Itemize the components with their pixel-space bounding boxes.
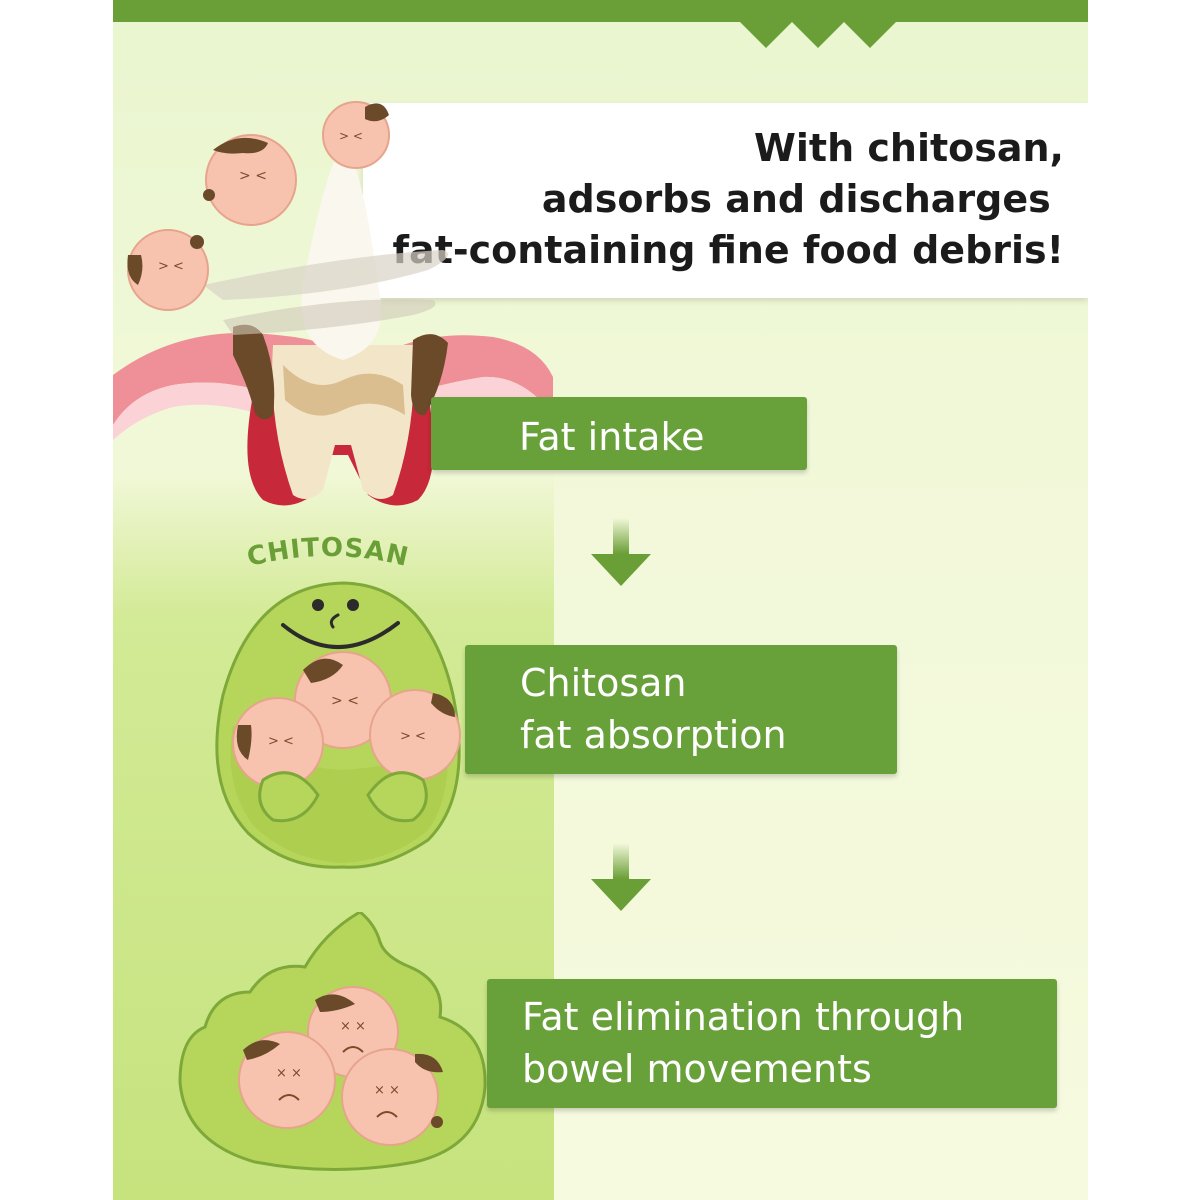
svg-text:> <: > < xyxy=(339,129,363,143)
step-2-line-2: fat absorption xyxy=(520,713,787,757)
down-arrow-icon xyxy=(591,843,651,911)
svg-text:> <: > < xyxy=(158,259,184,274)
svg-text:> <: > < xyxy=(268,734,294,749)
svg-text:× ×: × × xyxy=(276,1066,302,1081)
headline-line-3: fat-containing fine food debris! xyxy=(392,228,1064,272)
svg-text:> <: > < xyxy=(331,693,359,709)
step-2-line-1: Chitosan xyxy=(520,661,687,705)
mascot-label: CHITOSAN xyxy=(244,533,411,573)
svg-text:× ×: × × xyxy=(374,1083,400,1098)
chitosan-mascot-icon: > < > < > < xyxy=(215,581,461,869)
fat-particle-icon: > < xyxy=(369,689,461,781)
fat-particle-icon: × × xyxy=(341,1048,443,1146)
step-fat-intake: Fat intake xyxy=(431,397,807,470)
infographic-panel: With chitosan, adsorbs and discharges fa… xyxy=(113,0,1088,1200)
top-notches-decoration xyxy=(740,22,896,48)
step-fat-elimination: Fat elimination through bowel movements xyxy=(487,979,1057,1108)
svg-text:CHITOSAN: CHITOSAN xyxy=(244,533,411,573)
poop-icon: × × × × × × xyxy=(178,912,487,1171)
fat-particle-icon: > < xyxy=(322,101,390,169)
headline-line-2: adsorbs and discharges xyxy=(541,177,1064,221)
tooth-icon: > < > < > < xyxy=(113,101,553,506)
step-3-line-2: bowel movements xyxy=(522,1047,872,1091)
fat-particle-icon: > < xyxy=(203,134,297,226)
down-arrow-icon xyxy=(591,518,651,586)
svg-text:× ×: × × xyxy=(340,1019,366,1034)
svg-text:> <: > < xyxy=(400,729,426,744)
svg-text:> <: > < xyxy=(239,168,267,184)
fat-particle-icon: > < xyxy=(127,229,209,311)
headline-box: With chitosan, adsorbs and discharges fa… xyxy=(363,103,1088,298)
fat-particle-icon: × × xyxy=(238,1031,336,1129)
fat-particle-icon: > < xyxy=(232,697,324,789)
step-1-line-1: Fat intake xyxy=(519,415,705,459)
mascot-label-text: CHITOSAN xyxy=(244,533,410,573)
step-3-line-1: Fat elimination through xyxy=(522,995,965,1039)
headline-line-1: With chitosan, xyxy=(753,126,1064,170)
headline-text: With chitosan, adsorbs and discharges fa… xyxy=(393,123,1064,276)
step-chitosan-fat-absorption: Chitosan fat absorption xyxy=(465,645,897,774)
top-bar xyxy=(113,0,1088,22)
